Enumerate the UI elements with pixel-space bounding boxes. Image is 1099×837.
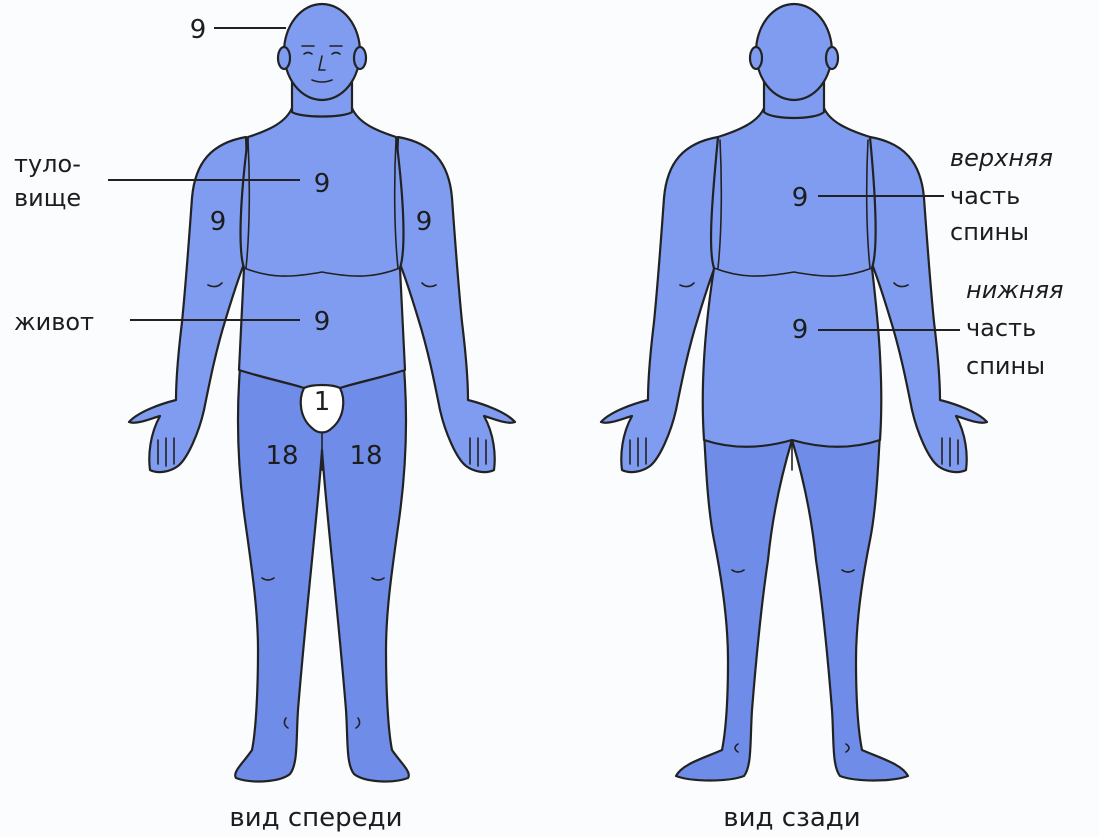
- front-torso: [239, 108, 405, 388]
- groin-value: 1: [314, 387, 331, 417]
- upper-back-label-line1: верхняя: [950, 144, 1053, 172]
- abdomen-label: живот: [14, 308, 94, 336]
- left-arm-value: 9: [210, 207, 227, 237]
- upper-back-value: 9: [792, 183, 809, 213]
- back-figure: [601, 4, 987, 781]
- abdomen-value: 9: [314, 307, 331, 337]
- torso-label-line1: туло-: [14, 150, 81, 178]
- lower-back-label-line3: спины: [966, 352, 1045, 380]
- head-value: 9: [190, 15, 207, 45]
- lower-back-value: 9: [792, 315, 809, 345]
- back-legs: [676, 432, 908, 781]
- torso-value: 9: [314, 169, 331, 199]
- lower-back-label-line2: часть: [966, 314, 1036, 342]
- left-leg-value: 18: [265, 441, 298, 471]
- back-torso: [703, 108, 882, 447]
- front-head: [284, 4, 360, 100]
- upper-back-label-line2: часть: [950, 182, 1020, 210]
- back-caption: вид сзади: [723, 803, 860, 833]
- lower-back-label-line1: нижняя: [966, 276, 1063, 304]
- back-head: [756, 4, 832, 100]
- upper-back-label-line3: спины: [950, 218, 1029, 246]
- right-arm-value: 9: [416, 207, 433, 237]
- torso-label-line2: вище: [14, 184, 81, 212]
- front-left-arm: [129, 137, 250, 472]
- front-right-arm: [394, 137, 515, 472]
- right-leg-value: 18: [349, 441, 382, 471]
- front-caption: вид спереди: [229, 803, 402, 833]
